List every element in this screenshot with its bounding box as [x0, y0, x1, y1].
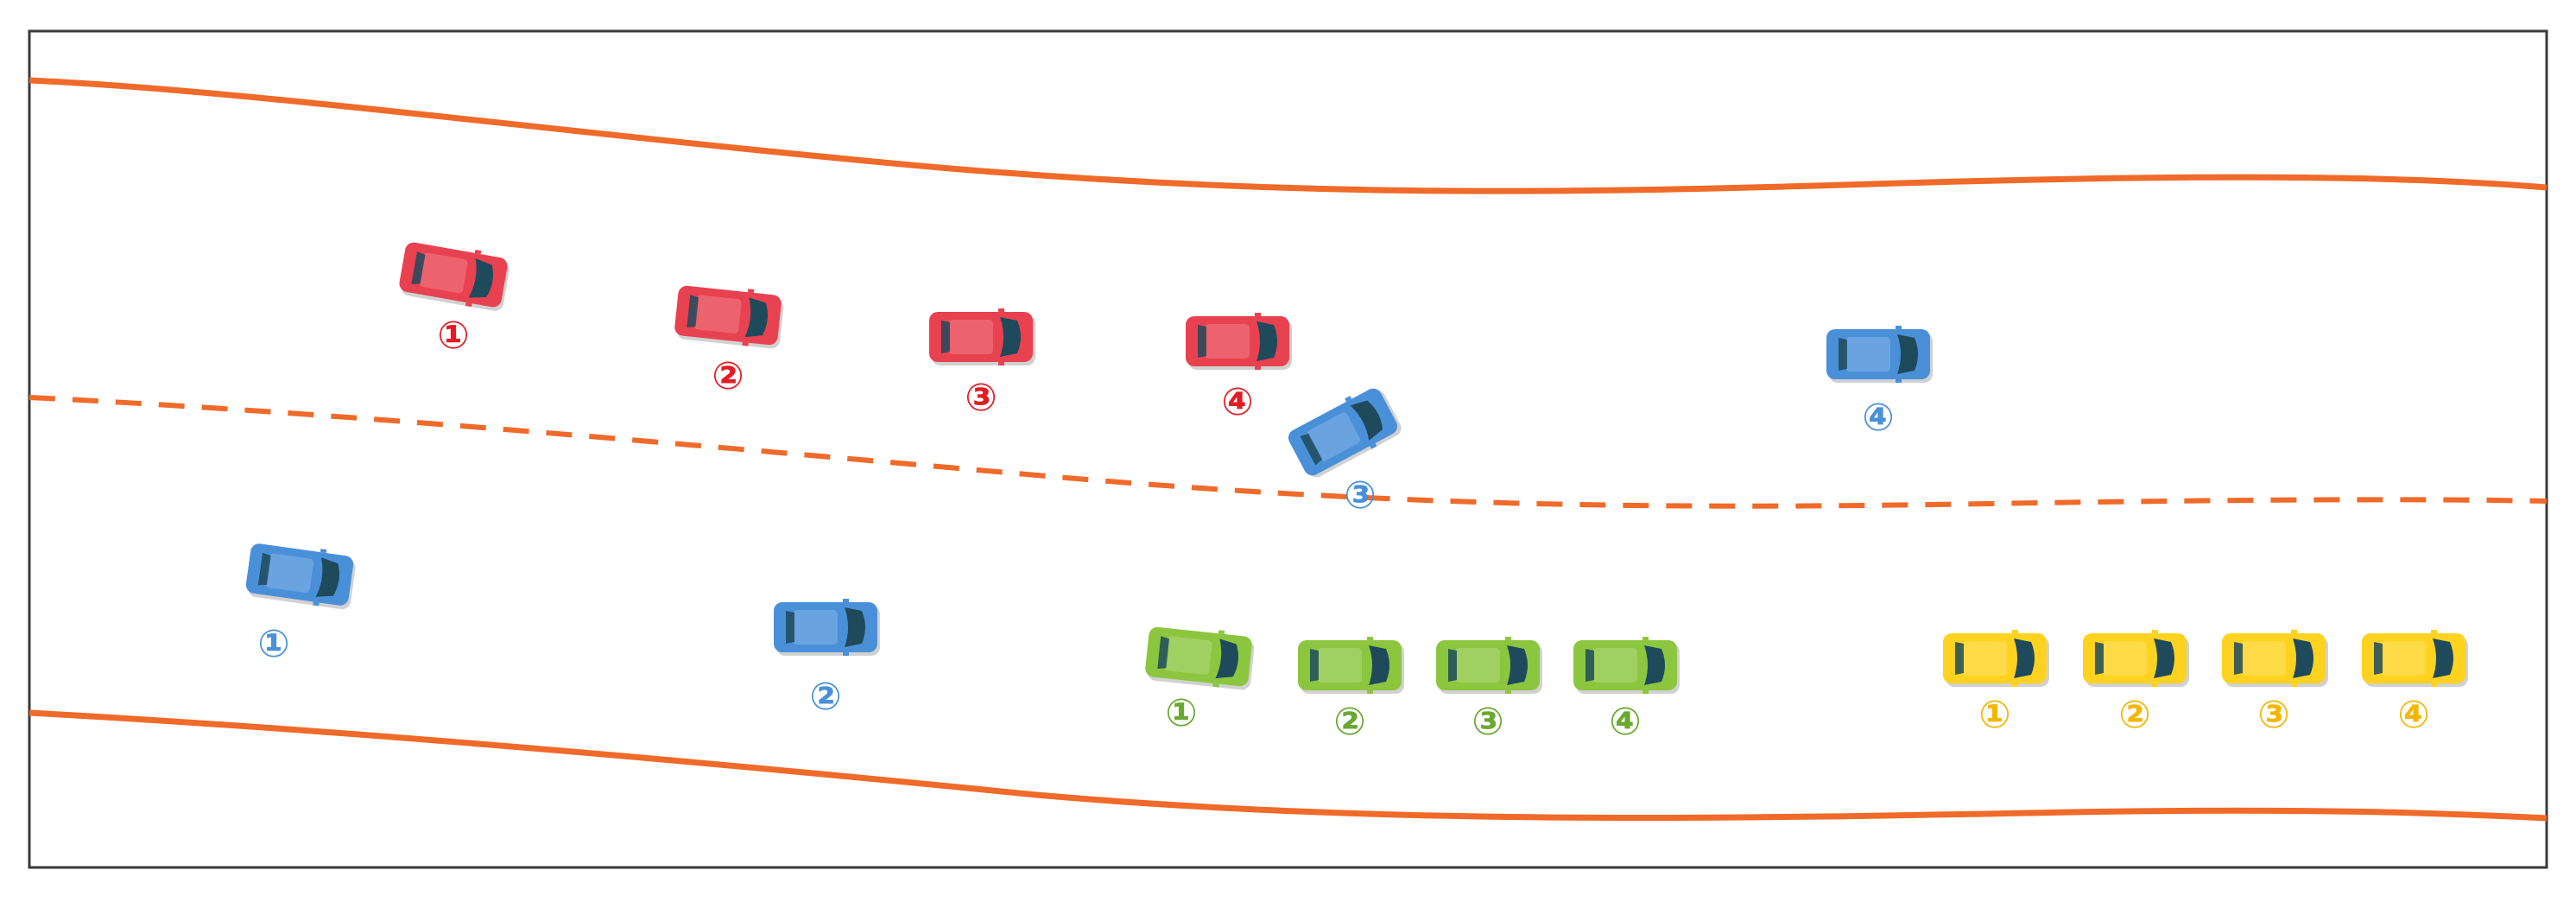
- yellow-vehicle-4: ④: [2362, 630, 2468, 737]
- vehicle-number-label: ④: [1221, 380, 1253, 424]
- red-vehicle-3: ③: [929, 308, 1035, 420]
- green-vehicle-3: ③: [1436, 637, 1542, 744]
- red-vehicle-1: ①: [399, 242, 510, 358]
- windshield: [1000, 317, 1021, 357]
- windshield: [1215, 638, 1238, 679]
- vehicle-number-label: ③: [1472, 700, 1503, 744]
- road-lower-edge: [28, 709, 2548, 822]
- car-icon: [2083, 630, 2189, 687]
- windshield: [1256, 321, 1277, 361]
- windshield: [2154, 638, 2174, 678]
- windshield: [1644, 645, 1665, 685]
- car-icon: [1298, 637, 1404, 694]
- car-icon: [2362, 630, 2468, 687]
- vehicles-layer: ① ② ③ ④ ① ② ③ ④ ① ② ③ ④ ① ② ③ ④: [245, 242, 2468, 744]
- windshield: [315, 557, 339, 597]
- blue-vehicle-2: ②: [774, 599, 880, 719]
- red-vehicle-4: ④: [1186, 313, 1292, 424]
- diagram-frame: [28, 29, 2548, 869]
- yellow-vehicle-1: ①: [1943, 630, 2049, 737]
- vehicle-number-label: ④: [2397, 693, 2429, 737]
- vehicle-number-label: ②: [809, 675, 841, 719]
- car-icon: [1186, 313, 1292, 370]
- car-icon: [1826, 326, 1933, 383]
- blue-vehicle-3: ③: [1288, 388, 1402, 518]
- vehicle-number-label: ①: [1165, 691, 1197, 735]
- car-icon: [245, 543, 356, 610]
- windshield: [1507, 645, 1528, 685]
- windshield: [2433, 638, 2453, 678]
- windshield: [468, 258, 493, 298]
- vehicle-number-label: ③: [2257, 693, 2289, 737]
- windshield: [1369, 645, 1389, 685]
- windshield: [2014, 638, 2035, 678]
- car-icon: [674, 285, 784, 349]
- windshield: [744, 297, 768, 338]
- vehicle-number-label: ②: [1333, 700, 1365, 744]
- vehicle-number-label: ①: [1978, 693, 2010, 737]
- car-icon: [399, 242, 510, 311]
- green-vehicle-4: ④: [1573, 637, 1680, 744]
- vehicle-number-label: ①: [437, 314, 469, 358]
- blue-vehicle-4: ④: [1826, 326, 1933, 440]
- car-icon: [1145, 626, 1255, 690]
- red-vehicle-2: ②: [674, 285, 784, 398]
- yellow-vehicle-2: ②: [2083, 630, 2189, 737]
- windshield: [1897, 334, 1918, 374]
- car-icon: [1436, 637, 1542, 694]
- green-vehicle-2: ②: [1298, 637, 1404, 744]
- car-icon: [929, 308, 1035, 365]
- windshield: [845, 607, 865, 647]
- vehicle-number-label: ②: [2118, 693, 2150, 737]
- car-icon: [774, 599, 880, 656]
- lane-divider-dashed: [28, 395, 2548, 509]
- green-vehicle-1: ①: [1145, 626, 1255, 735]
- car-icon: [1943, 630, 2049, 687]
- windshield: [2293, 638, 2313, 678]
- car-icon: [1288, 388, 1402, 478]
- car-icon: [1573, 637, 1680, 694]
- blue-vehicle-1: ①: [245, 543, 356, 666]
- vehicle-number-label: ④: [1609, 700, 1641, 744]
- vehicle-number-label: ②: [712, 354, 744, 398]
- vehicle-number-label: ④: [1862, 396, 1894, 440]
- car-icon: [2222, 630, 2328, 687]
- vehicle-number-label: ①: [257, 622, 289, 666]
- yellow-vehicle-3: ③: [2222, 630, 2328, 737]
- windshield: [1350, 400, 1383, 441]
- vehicle-number-label: ③: [1344, 473, 1376, 518]
- road-upper-edge: [28, 77, 2548, 194]
- vehicle-number-label: ③: [965, 376, 997, 420]
